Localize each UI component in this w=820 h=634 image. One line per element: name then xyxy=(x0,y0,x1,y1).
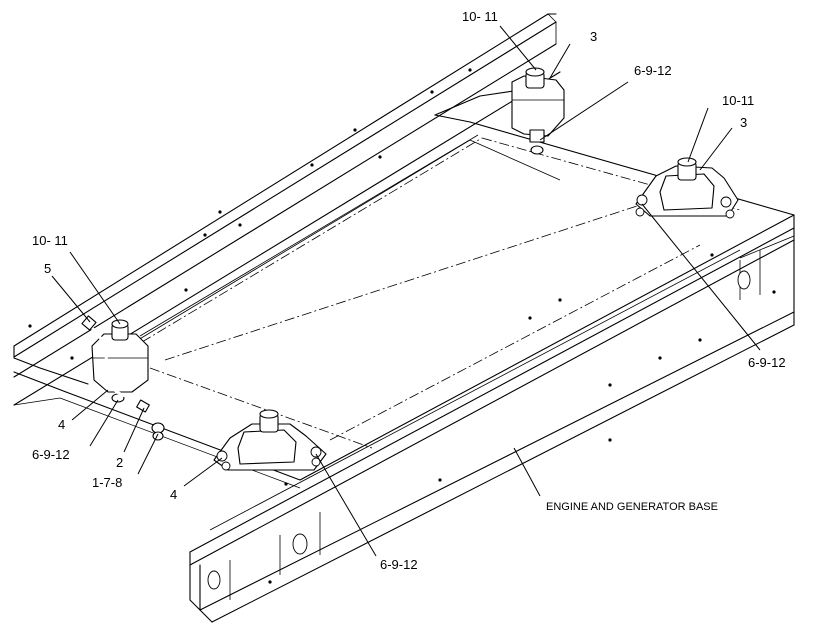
callout-10-11-left: 10- 11 xyxy=(32,233,68,248)
callout-6-9-12-left: 6-9-12 xyxy=(32,447,70,462)
callout-4-left: 4 xyxy=(58,417,66,432)
isolator-bottom xyxy=(213,409,327,471)
callout-2-left: 2 xyxy=(116,455,124,470)
callout-6-9-12-right: 6-9-12 xyxy=(748,355,786,370)
isolator-top xyxy=(511,67,565,155)
isolator-right xyxy=(635,157,739,219)
frame-holes xyxy=(28,68,776,584)
front-rail xyxy=(13,214,795,623)
callout-3-right: 3 xyxy=(740,115,748,130)
callout-10-11-right: 10-11 xyxy=(722,93,755,108)
callout-3-top: 3 xyxy=(590,29,598,44)
callout-1-7-8: 1-7-8 xyxy=(92,475,123,490)
callout-5-left: 5 xyxy=(44,261,52,276)
hose xyxy=(81,315,165,441)
callout-6-9-12-top: 6-9-12 xyxy=(634,63,672,78)
top-deck xyxy=(13,89,795,449)
callout-10-11-top: 10- 11 xyxy=(462,9,498,24)
callout-4-bottom: 4 xyxy=(170,487,178,502)
isolator-left xyxy=(91,319,149,403)
leader-lines xyxy=(51,25,761,557)
callout-6-9-12-bottom: 6-9-12 xyxy=(380,557,418,572)
engine-generator-base-label: ENGINE AND GENERATOR BASE xyxy=(546,501,718,513)
